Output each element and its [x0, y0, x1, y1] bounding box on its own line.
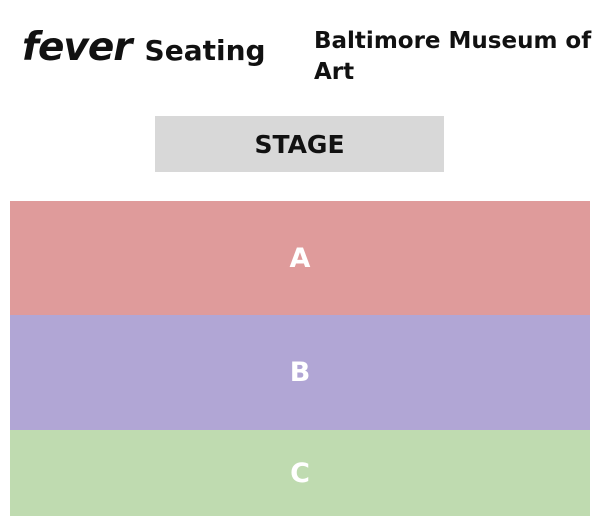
- brand-name: fever: [22, 25, 133, 70]
- brand-logo: fever Seating: [22, 26, 266, 70]
- venue-name: Baltimore Museum of Art: [314, 28, 592, 85]
- section-b[interactable]: B: [10, 315, 590, 430]
- stage-block: STAGE: [155, 116, 444, 172]
- page-header: fever Seating Baltimore Museum of Art: [22, 26, 591, 96]
- section-a[interactable]: A: [10, 201, 590, 315]
- section-c[interactable]: C: [10, 430, 590, 516]
- product-title: Seating: [144, 34, 266, 67]
